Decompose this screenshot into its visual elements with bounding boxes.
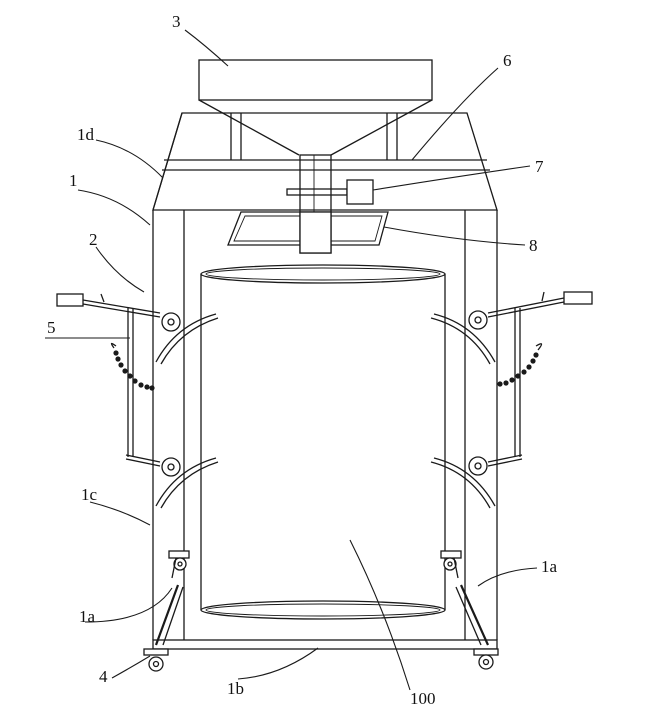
label-leg-right: 1a [541,557,558,576]
label-lift-rod: 5 [47,318,56,337]
reference-labels: 3 6 1d 1 7 2 8 5 1c 1a 1a 4 1b 100 [47,12,558,708]
bag [200,264,446,620]
lift-rod-right [514,308,521,457]
label-plate: 8 [529,236,538,255]
label-top-frame: 1d [77,125,95,144]
support-arm-right [430,291,593,509]
plate [227,211,389,254]
label-base-bar: 1b [227,679,244,698]
label-frame: 1 [69,171,78,190]
label-crossbeam: 6 [503,51,512,70]
label-caster: 4 [99,667,108,686]
casters [143,648,499,672]
label-support-arm: 2 [89,230,98,249]
label-side-bar: 1c [81,485,98,504]
valve-actuator [286,179,374,205]
label-hopper: 3 [172,12,181,31]
base-bar [152,639,498,650]
lift-rod-left [127,308,134,457]
support-arm-left [56,293,219,509]
label-leg-left: 1a [79,607,96,626]
legs [154,550,490,646]
label-valve-actuator: 7 [535,157,544,176]
leader-lines [45,29,538,691]
chain-left [110,342,155,391]
label-bag: 100 [410,689,436,708]
chain-right [497,343,543,387]
